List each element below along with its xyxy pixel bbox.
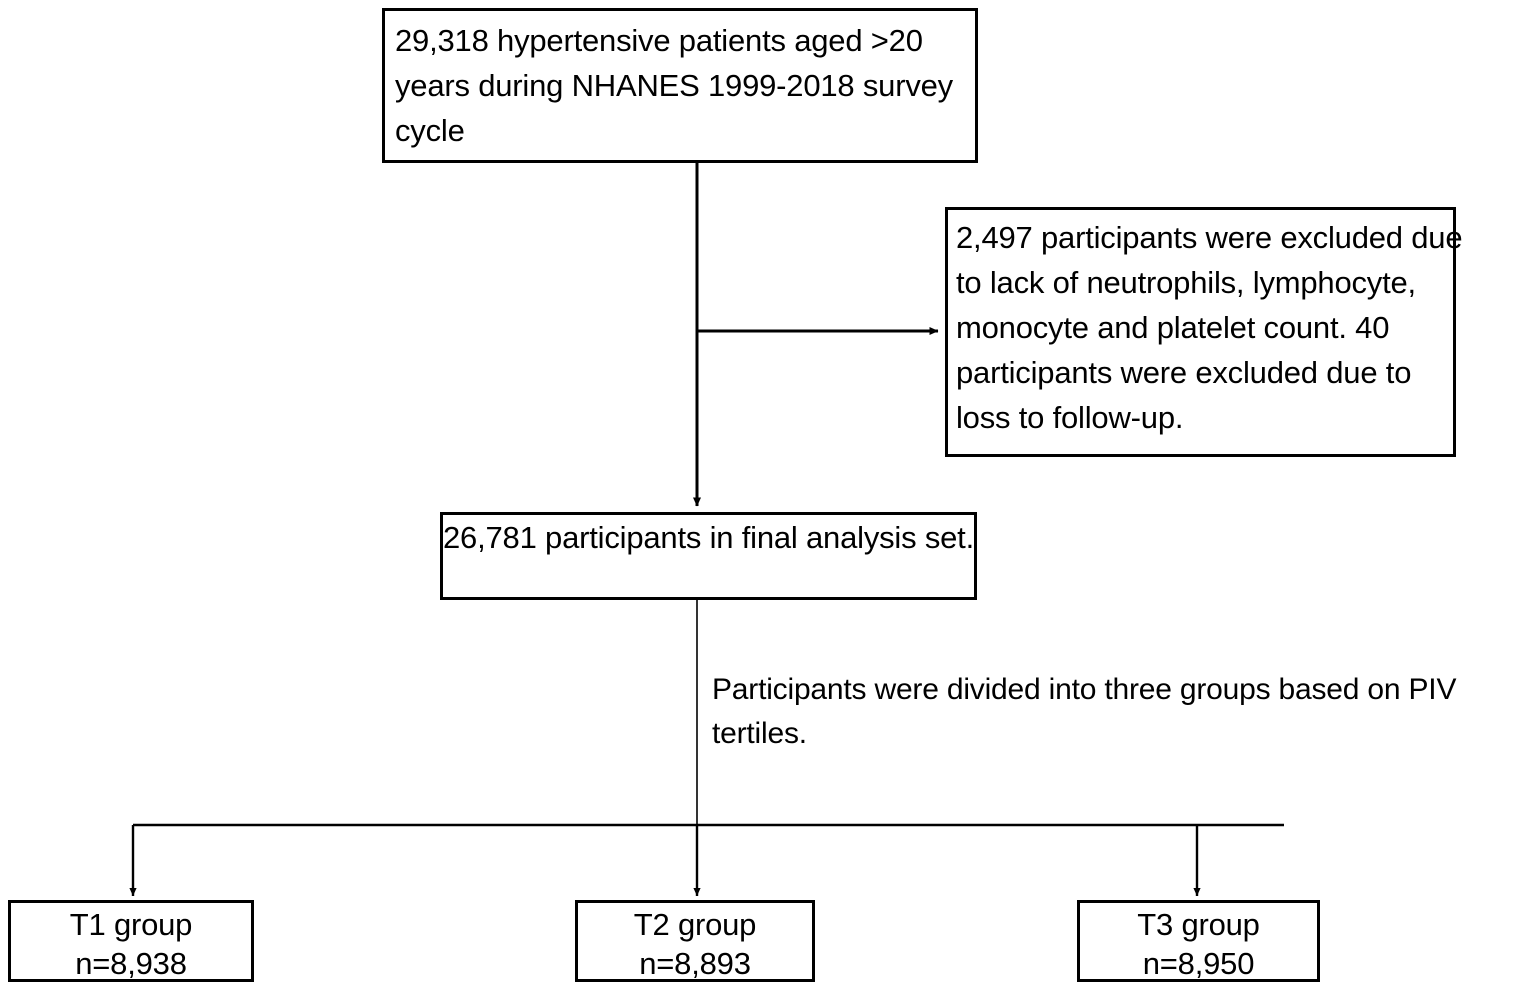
node-exclusion (945, 207, 1456, 457)
node-group-t2 (575, 900, 815, 982)
split-annotation-label: Participants were divided into three gro… (712, 673, 1465, 750)
node-group-t3 (1077, 900, 1320, 982)
node-final-analysis-set-label: 26,781 participants in final analysis se… (443, 520, 974, 555)
group-t3-name: T3 group (1137, 907, 1260, 942)
node-group-t2-label: T2 group n=8,893 (575, 905, 815, 983)
node-exclusion-label: 2,497 participants were excluded due to … (956, 220, 1471, 435)
node-group-t1 (8, 900, 254, 982)
node-group-t3-label: T3 group n=8,950 (1077, 905, 1320, 983)
group-t2-name: T2 group (633, 907, 757, 942)
node-source-cohort (382, 8, 978, 163)
group-t1-count: n=8,938 (75, 946, 187, 981)
node-final-analysis-set (440, 512, 977, 600)
group-t3-count: n=8,950 (1142, 946, 1255, 981)
node-source-cohort-label: 29,318 hypertensive patients aged >20 ye… (395, 23, 962, 148)
node-group-t1-label: T1 group n=8,938 (8, 905, 254, 983)
group-t1-name: T1 group (69, 907, 193, 942)
group-t2-count: n=8,893 (639, 946, 751, 981)
